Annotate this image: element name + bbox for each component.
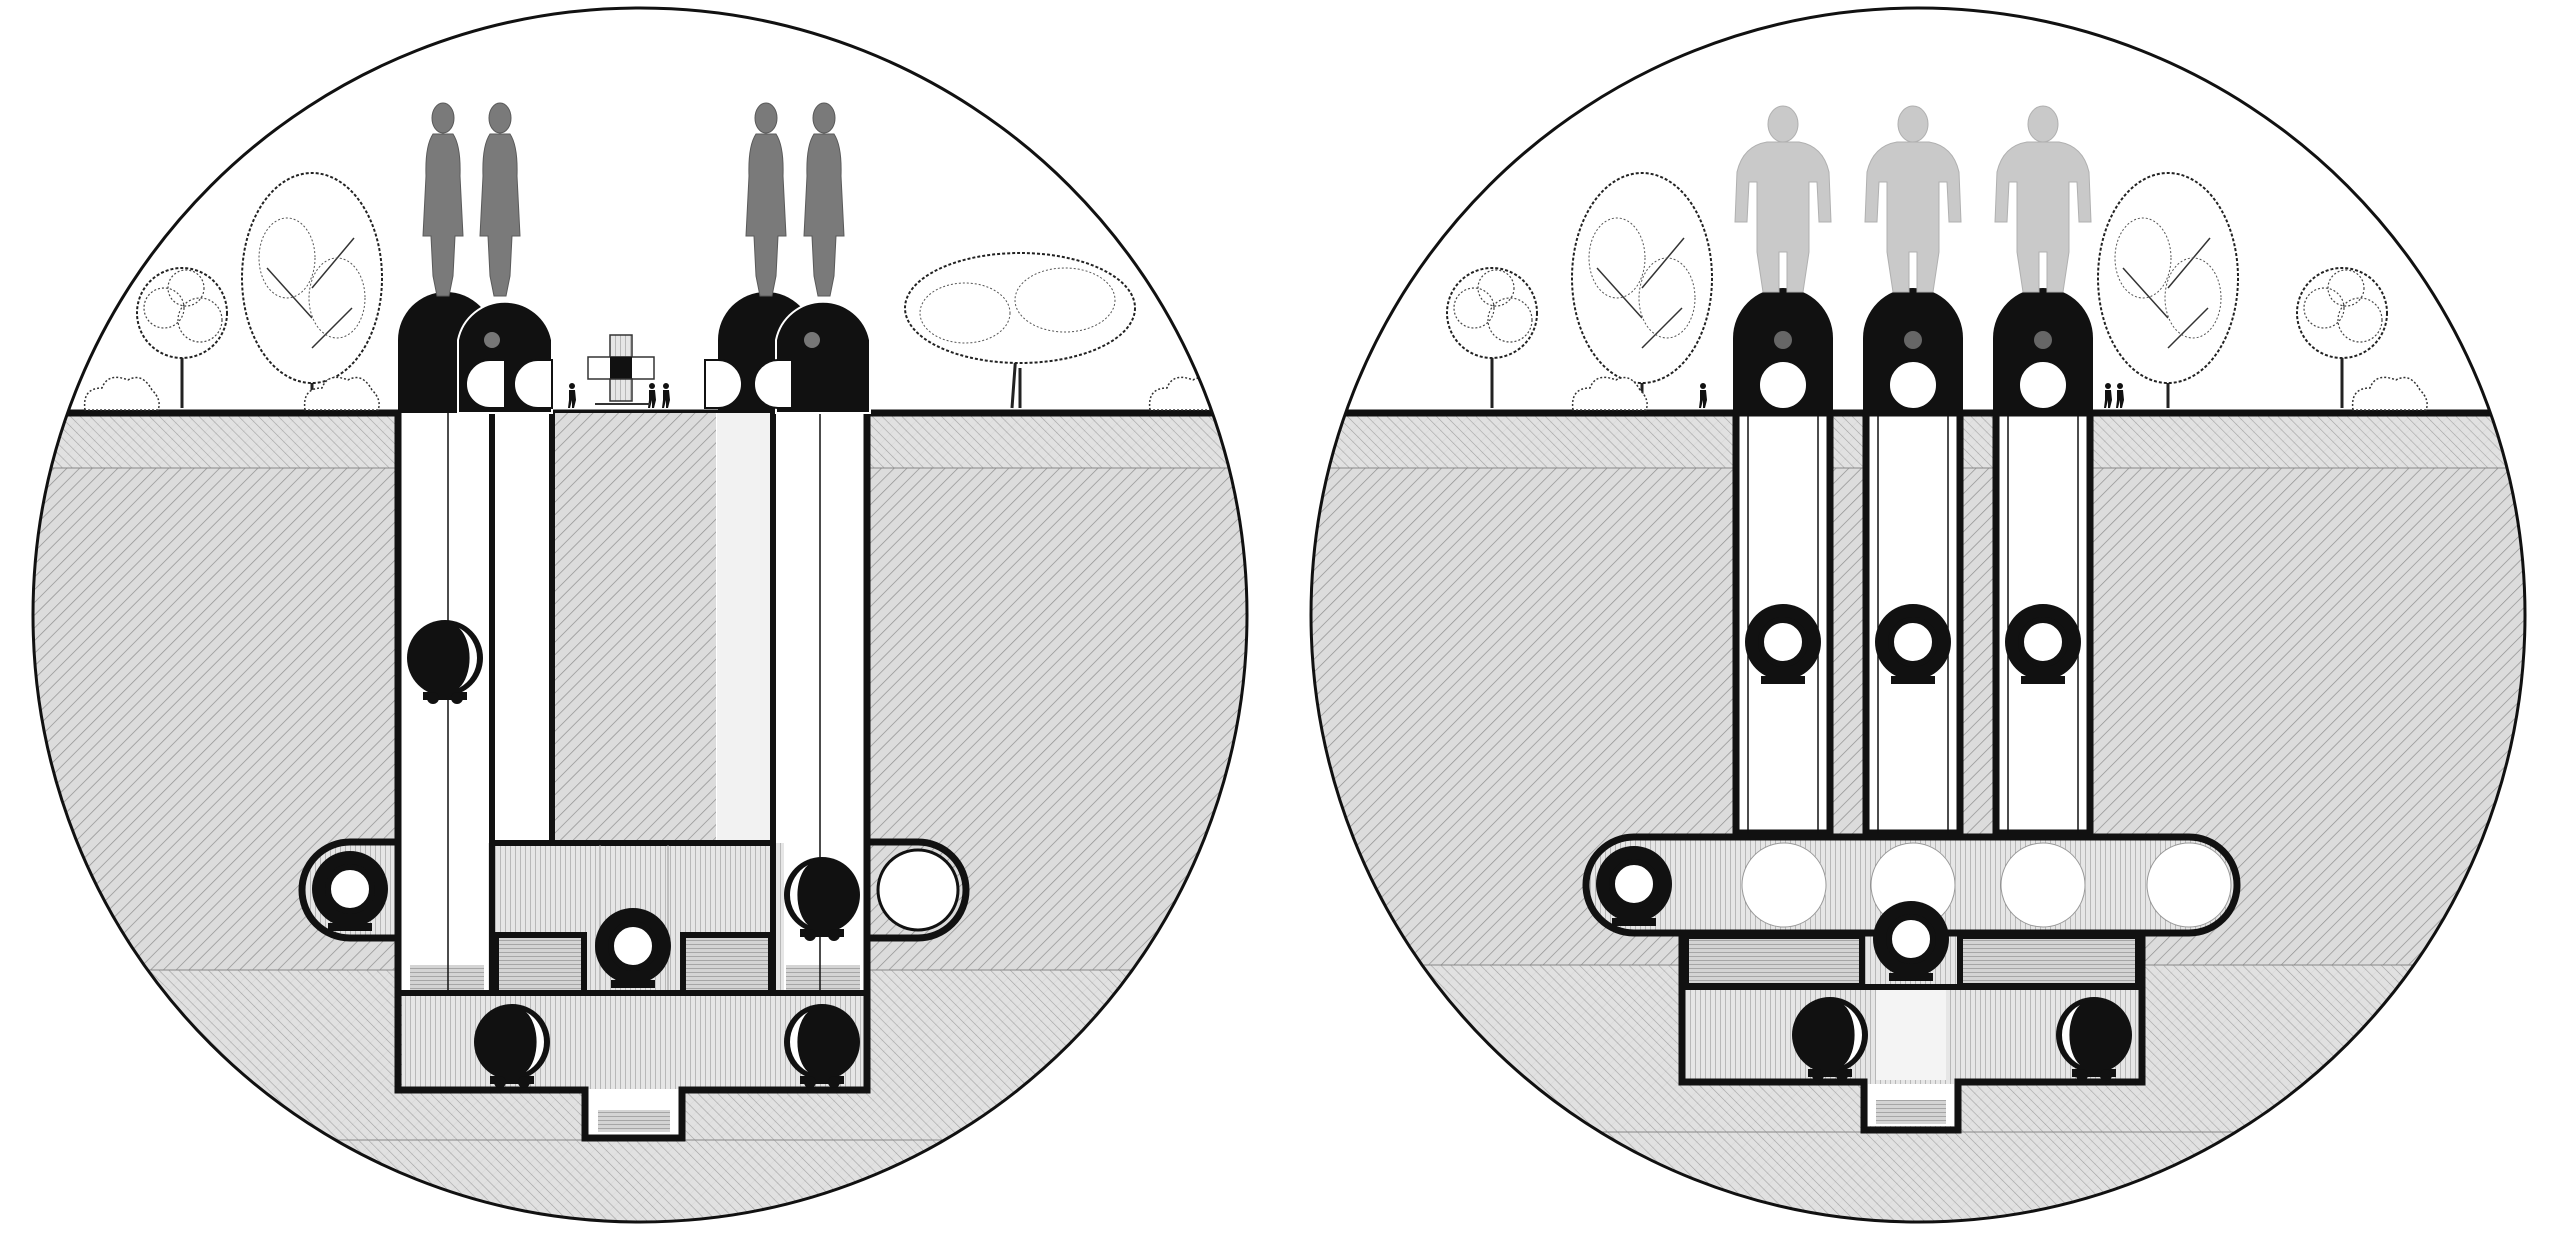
- tree-icon: [1570, 171, 1714, 410]
- person-silhouette: [1699, 383, 1707, 408]
- section-frame-a: [31, 6, 1249, 1224]
- human-figure-statue: [745, 102, 787, 297]
- cross-sculpture-icon: [587, 334, 655, 405]
- human-figure-statue: [803, 102, 845, 297]
- entrance-domes-a: [398, 292, 871, 414]
- person-silhouette: [2104, 383, 2112, 408]
- section-frame-b: [1309, 6, 2527, 1224]
- tree-icon: [135, 266, 229, 410]
- tree-icon: [2096, 171, 2240, 410]
- bush-icon: [83, 376, 160, 411]
- tree-icon: [903, 251, 1137, 410]
- tree-icon: [1445, 266, 1539, 410]
- human-figure-statue: [1864, 105, 1962, 293]
- entrance-domes-b: [1733, 288, 2093, 413]
- person-silhouette: [568, 383, 576, 408]
- bush-icon: [1148, 376, 1225, 411]
- underground-structure-a: [298, 413, 970, 1142]
- human-figure-statue: [1994, 105, 2092, 293]
- section-a: [31, 6, 1249, 1224]
- underground-structure-b: [1582, 409, 2241, 1134]
- section-b: [1309, 6, 2527, 1224]
- human-figure-statue: [422, 102, 464, 297]
- person-silhouette: [662, 383, 670, 408]
- bush-icon: [2351, 376, 2428, 411]
- human-figure-statue: [479, 102, 521, 297]
- tree-icon: [240, 171, 384, 410]
- person-silhouette: [2116, 383, 2124, 408]
- human-figure-statue: [1734, 105, 1832, 293]
